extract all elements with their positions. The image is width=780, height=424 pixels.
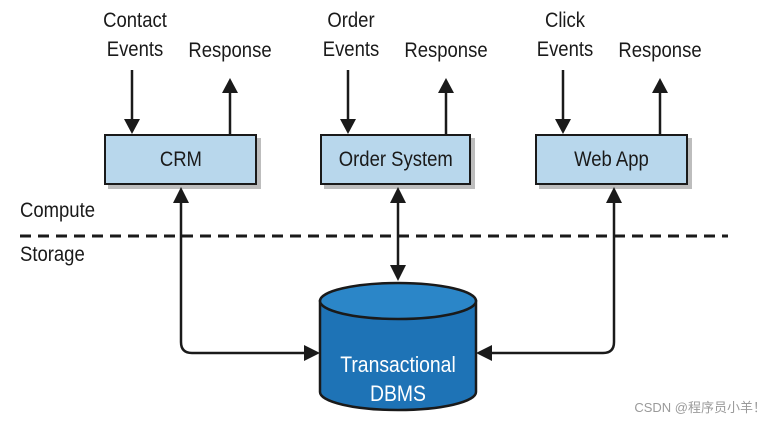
response-label-crm: Response (188, 39, 272, 62)
web-app-box: Web App (535, 134, 688, 185)
response-arrowhead (652, 78, 668, 93)
dbms-top (318, 281, 478, 321)
dbms-cylinder (318, 281, 478, 412)
input-label-click-events: Click Events (527, 6, 603, 64)
watermark: CSDN @程序员小羊！ (634, 400, 766, 415)
input-arrowhead (555, 119, 571, 134)
input-label-line: Contact (103, 9, 167, 32)
response-arrowhead (222, 78, 238, 93)
webapp-db-connector (476, 187, 622, 361)
arrowhead (390, 265, 406, 281)
compute-label: Compute (20, 199, 95, 222)
input-arrowhead (124, 119, 140, 134)
input-arrowhead (340, 119, 356, 134)
crm-label: CRM (159, 147, 202, 171)
input-label-contact-events: Contact Events (97, 6, 173, 64)
crm-box: CRM (104, 134, 257, 185)
input-label-line: Events (322, 38, 380, 61)
arrowhead (390, 187, 406, 203)
dbms-label-line: DBMS (370, 381, 426, 406)
arrowhead (304, 345, 320, 361)
web-app-label: Web App (574, 147, 649, 171)
arrowhead (476, 345, 492, 361)
response-label-web-app: Response (618, 39, 702, 62)
dbms-label-line: Transactional (340, 352, 456, 377)
response-arrowhead (438, 78, 454, 93)
input-arrows (124, 70, 571, 134)
response-arrows (222, 78, 668, 134)
input-label-line: Events (106, 38, 164, 61)
dbms-label: Transactional DBMS (320, 350, 476, 408)
response-label-order-system: Response (404, 39, 488, 62)
input-label-order-events: Order Events (313, 6, 389, 64)
order-db-connector (390, 187, 406, 281)
input-label-line: Order (327, 9, 375, 32)
order-system-label: Order System (338, 147, 453, 171)
input-label-line: Click (544, 9, 586, 32)
input-label-line: Events (536, 38, 594, 61)
crm-db-connector (173, 187, 320, 361)
order-system-box: Order System (320, 134, 471, 185)
dbms-body (318, 299, 478, 412)
storage-label: Storage (20, 243, 85, 266)
arrowhead (173, 187, 189, 203)
arrowhead (606, 187, 622, 203)
